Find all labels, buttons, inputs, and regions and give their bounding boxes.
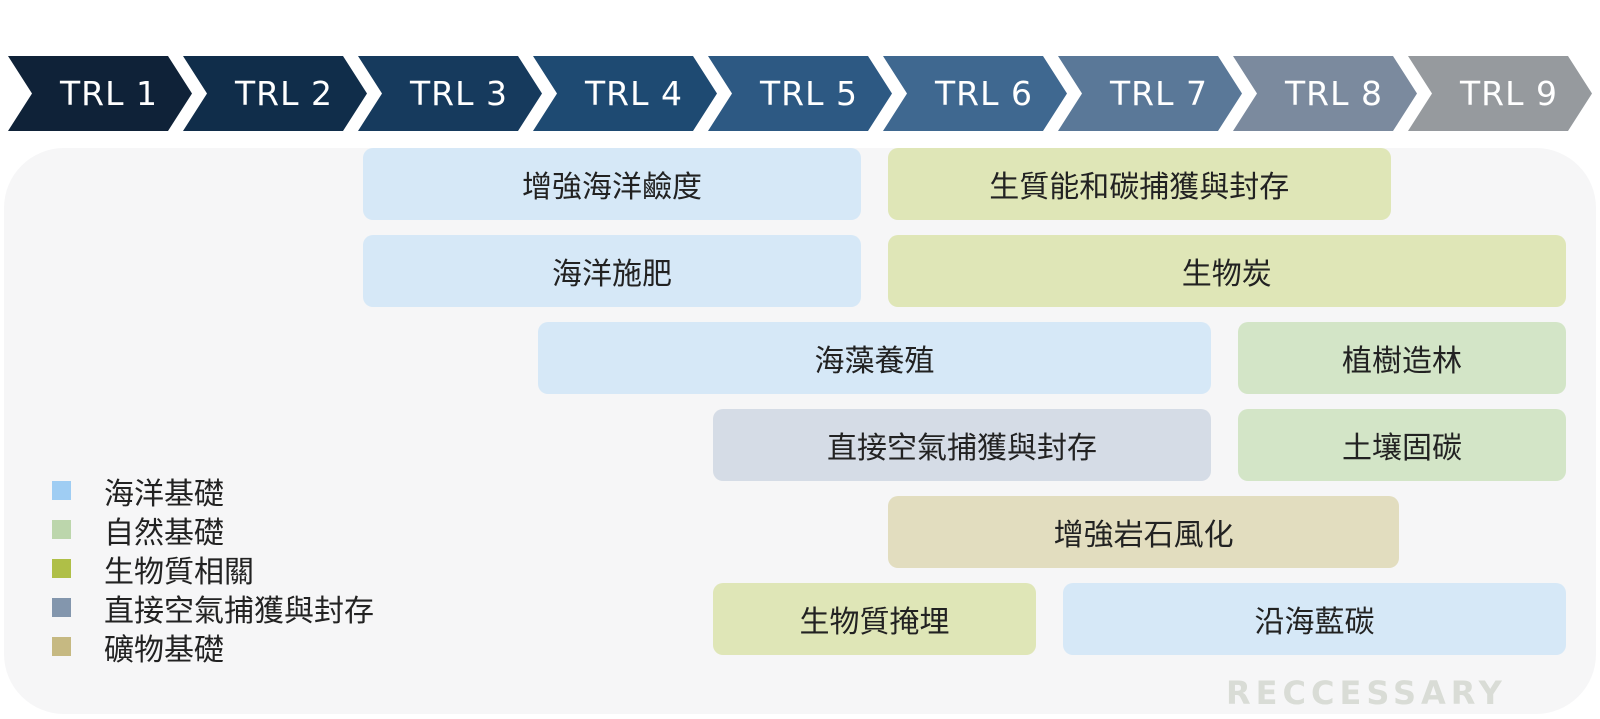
legend-swatch bbox=[52, 598, 71, 617]
trl-label-1: TRL 1 bbox=[60, 74, 158, 113]
trl-label-5: TRL 5 bbox=[760, 74, 858, 113]
trl-chevron-3 bbox=[358, 56, 542, 131]
legend-item-dac: 直接空氣捕獲與封存 bbox=[52, 588, 374, 629]
reccessary-logo: RECCESSARY bbox=[1226, 674, 1507, 712]
tech-bar: 直接空氣捕獲與封存 bbox=[713, 409, 1211, 481]
legend-label: 生物質相關 bbox=[104, 554, 254, 590]
tech-bar: 生物質掩埋 bbox=[713, 583, 1036, 655]
trl-chevron-1 bbox=[8, 56, 192, 131]
legend-item-biomass: 生物質相關 bbox=[52, 549, 374, 590]
tech-bar-label: 增強海洋鹼度 bbox=[522, 170, 702, 205]
trl-chevron-7 bbox=[1058, 56, 1242, 131]
legend-swatch bbox=[52, 481, 71, 500]
tech-bar-label: 海洋施肥 bbox=[552, 257, 672, 292]
trl-chevron-8 bbox=[1233, 56, 1417, 131]
trl-chevron-6 bbox=[883, 56, 1067, 131]
tech-bar: 生質能和碳捕獲與封存 bbox=[888, 148, 1391, 220]
tech-bar-label: 植樹造林 bbox=[1342, 344, 1462, 379]
tech-bar: 植樹造林 bbox=[1238, 322, 1566, 394]
tech-bar-label: 直接空氣捕獲與封存 bbox=[827, 431, 1097, 466]
legend: 海洋基礎自然基礎生物質相關直接空氣捕獲與封存礦物基礎 bbox=[52, 471, 374, 668]
legend-swatch bbox=[52, 637, 71, 656]
legend-swatch bbox=[52, 520, 71, 539]
trl-label-4: TRL 4 bbox=[585, 74, 683, 113]
legend-label: 自然基礎 bbox=[104, 515, 224, 551]
tech-bar-label: 土壤固碳 bbox=[1342, 431, 1462, 466]
trl-chevron-row bbox=[8, 56, 1592, 131]
tech-bar-label: 生物質掩埋 bbox=[799, 605, 950, 640]
trl-chevron-9 bbox=[1408, 56, 1592, 131]
trl-label-7: TRL 7 bbox=[1110, 74, 1208, 113]
tech-bar-label: 增強岩石風化 bbox=[1053, 518, 1234, 553]
trl-label-9: TRL 9 bbox=[1460, 74, 1558, 113]
tech-bar: 生物炭 bbox=[888, 235, 1566, 307]
legend-label: 海洋基礎 bbox=[104, 476, 224, 512]
trl-chevron-2 bbox=[183, 56, 367, 131]
tech-bar: 增強岩石風化 bbox=[888, 496, 1400, 568]
trl-chevron-4 bbox=[533, 56, 717, 131]
tech-bar: 海洋施肥 bbox=[363, 235, 861, 307]
trl-label-3: TRL 3 bbox=[410, 74, 508, 113]
trl-label-6: TRL 6 bbox=[935, 74, 1033, 113]
tech-bar-label: 生物炭 bbox=[1181, 257, 1272, 292]
legend-label: 礦物基礎 bbox=[104, 632, 224, 668]
legend-item-nature: 自然基礎 bbox=[52, 510, 374, 551]
trl-chevron-5 bbox=[708, 56, 892, 131]
legend-label: 直接空氣捕獲與封存 bbox=[104, 593, 374, 629]
tech-bar-label: 沿海藍碳 bbox=[1254, 605, 1375, 640]
legend-item-ocean: 海洋基礎 bbox=[52, 471, 374, 512]
trl-label-2: TRL 2 bbox=[235, 74, 333, 113]
trl-label-8: TRL 8 bbox=[1285, 74, 1383, 113]
tech-bar-label: 海藻養殖 bbox=[814, 344, 935, 379]
tech-bar: 沿海藍碳 bbox=[1063, 583, 1566, 655]
tech-bar-label: 生質能和碳捕獲與封存 bbox=[989, 170, 1290, 205]
tech-bar: 土壤固碳 bbox=[1238, 409, 1566, 481]
legend-item-mineral: 礦物基礎 bbox=[52, 627, 374, 668]
tech-bar: 海藻養殖 bbox=[538, 322, 1211, 394]
tech-bar: 增強海洋鹼度 bbox=[363, 148, 861, 220]
legend-swatch bbox=[52, 559, 71, 578]
